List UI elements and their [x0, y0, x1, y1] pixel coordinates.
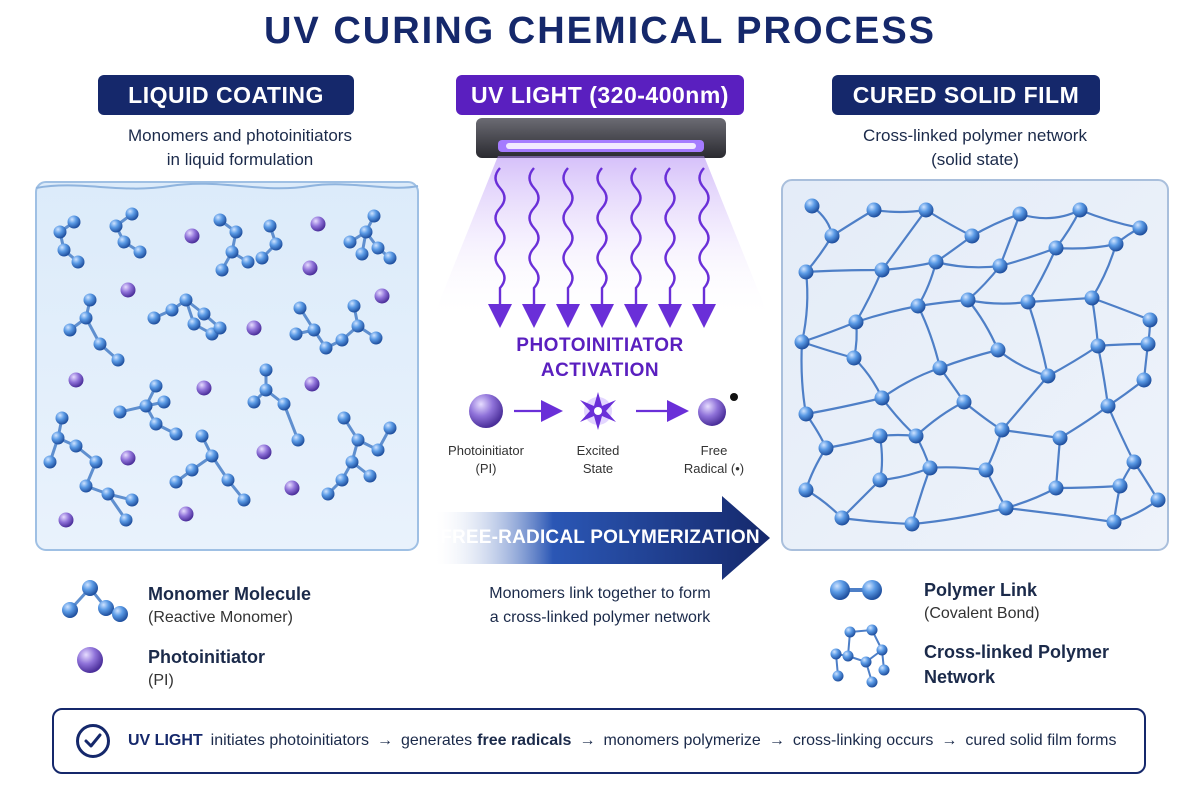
polymer-network-nodes	[794, 198, 1166, 532]
monomer-atoms	[43, 207, 397, 527]
step-excited-label: Excited State	[576, 443, 620, 476]
process-summary: UV LIGHT initiates photoinitiators → gen…	[52, 708, 1146, 774]
legend-monomer: Monomer Molecule (Reactive Monomer)	[148, 584, 312, 626]
summary-step-4: cross-linking occurs	[792, 732, 934, 749]
arrow-icon: →	[941, 732, 958, 749]
network-icon	[830, 624, 890, 688]
page-title: UV CURING CHEMICAL PROCESS	[263, 10, 937, 52]
uv-wave-arrows	[488, 167, 716, 328]
monomer-icon	[62, 580, 128, 622]
photoinitiator-particles	[58, 216, 390, 528]
excited-state-star	[580, 392, 616, 430]
polymerization-label: FREE-RADICAL POLYMERIZATION	[440, 527, 760, 548]
liquid-subtitle: Monomers and photoinitiators in liquid f…	[128, 126, 352, 169]
uv-lamp	[476, 118, 726, 158]
summary-step-1: initiates photoinitiators	[210, 732, 369, 749]
activation-sequence	[469, 392, 738, 430]
legend-network: Cross-linked Polymer Network	[924, 642, 1110, 687]
summary-step-2: generates	[400, 732, 473, 749]
photoinitiator-sphere	[469, 394, 503, 428]
uv-light-label: UV LIGHT (320-400nm)	[456, 75, 744, 115]
radical-dot	[730, 393, 738, 401]
summary-uv-light: UV LIGHT	[128, 732, 203, 749]
liquid-coating-panel	[35, 181, 419, 551]
cured-film-label: CURED SOLID FILM	[832, 75, 1100, 115]
step-radical-label: Free Radical (•)	[683, 443, 745, 476]
polymerization-arrow	[436, 496, 770, 580]
arrow-icon: →	[579, 732, 596, 749]
polymer-link-icon	[830, 580, 882, 600]
legend-polymer-link: Polymer Link (Covalent Bond)	[924, 580, 1040, 622]
cured-subtitle: Cross-linked polymer network (solid stat…	[863, 126, 1087, 169]
arrow-icon: →	[768, 732, 785, 749]
liquid-coating-label: LIQUID COATING	[98, 75, 354, 115]
free-radical-sphere	[698, 398, 726, 426]
activation-title: PHOTOINITIATOR ACTIVATION	[516, 335, 684, 381]
step-photoinitiator-label: Photoinitiator (PI)	[448, 443, 524, 476]
summary-step-3: monomers polymerize	[603, 732, 761, 749]
check-icon	[76, 724, 110, 758]
summary-step-2b: free radicals	[477, 732, 572, 749]
arrow-icon: →	[376, 732, 393, 749]
summary-step-5: cured solid film forms	[965, 732, 1117, 749]
uv-beam	[432, 156, 770, 320]
photoinitiator-icon	[77, 647, 103, 673]
legend-photoinitiator: Photoinitiator (PI)	[148, 647, 265, 689]
polymer-network-bonds	[800, 205, 1160, 526]
polymerization-description: Monomers link together to form a cross-l…	[489, 585, 711, 626]
